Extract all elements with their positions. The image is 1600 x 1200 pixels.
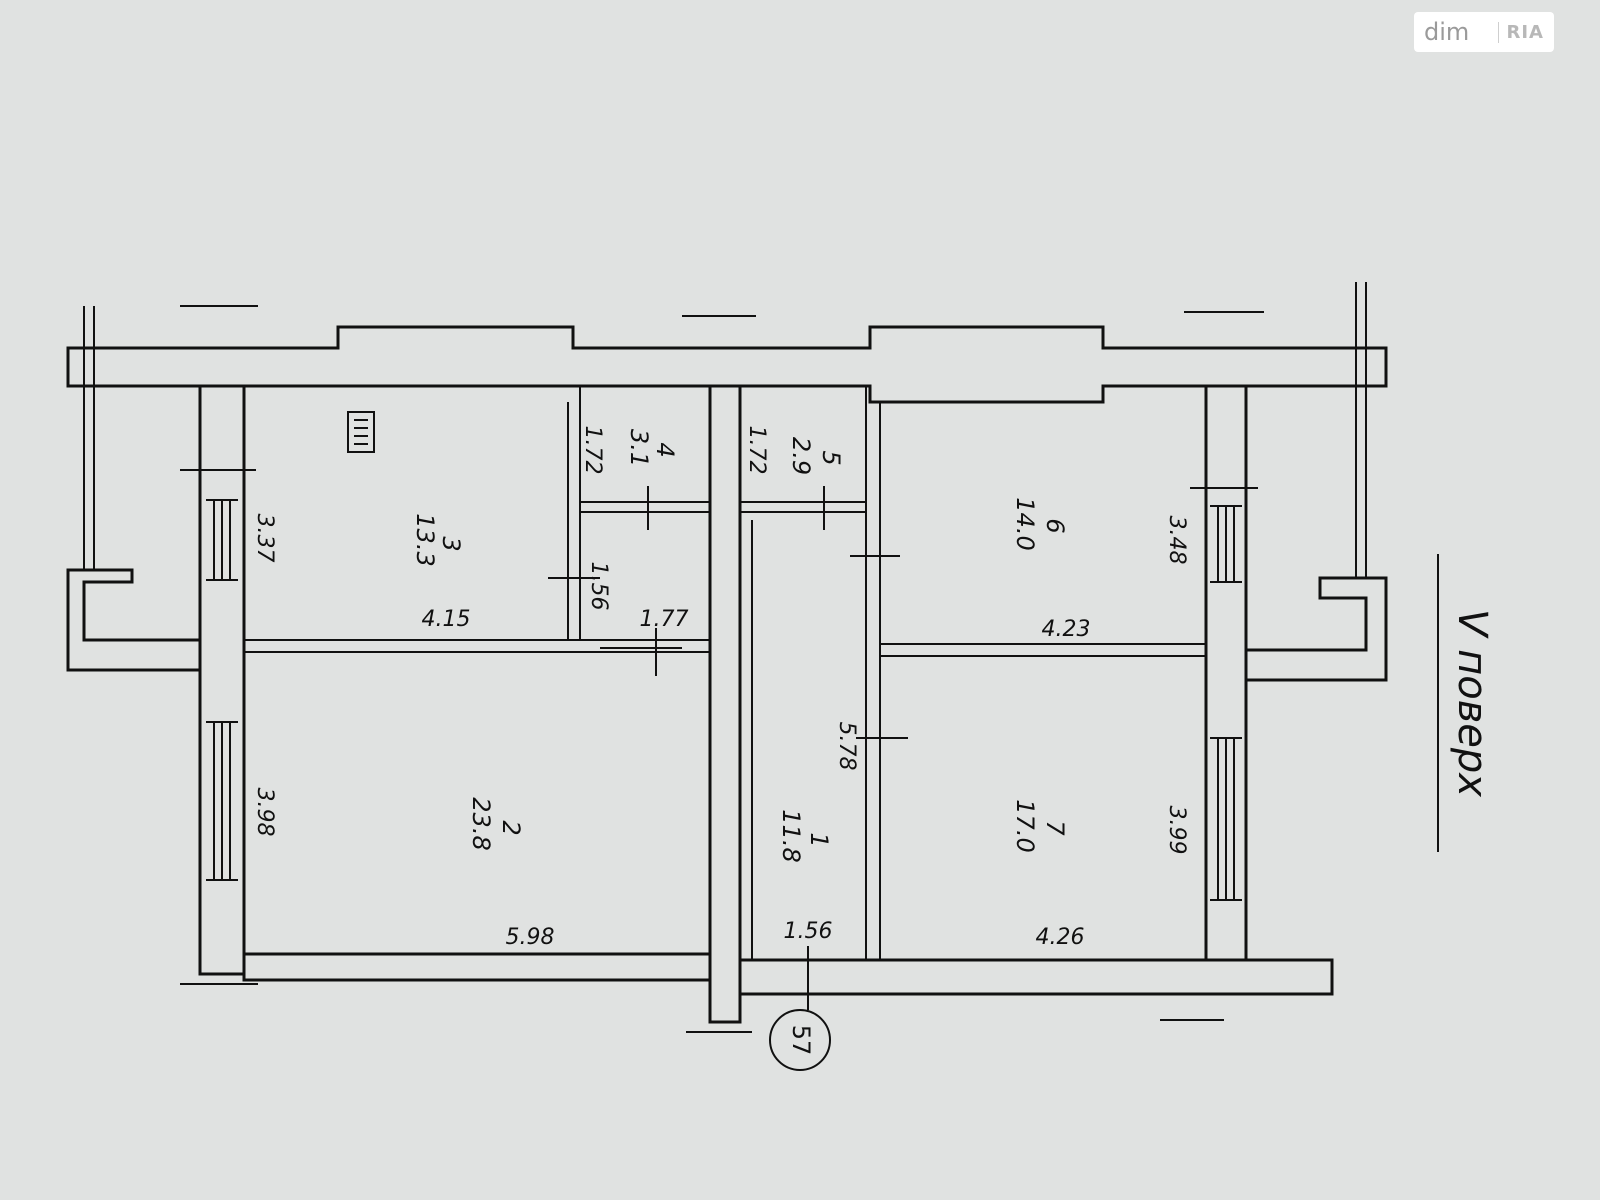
room-1-area: 11.8: [777, 809, 805, 862]
room-2-area: 23.8: [467, 797, 495, 850]
dimension-room5-height: 1.72: [744, 426, 769, 475]
room-6-number: 6: [1041, 518, 1069, 533]
dimension-room6-width: 4.23: [1042, 617, 1091, 642]
dimension-room2-width: 5.98: [506, 925, 555, 950]
room-labels: 1 11.8 2 23.8 3 13.3 4 3.1 5 2.9 6 14.0 …: [411, 429, 1069, 863]
room-7-area: 17.0: [1011, 799, 1039, 852]
dimria-watermark: dim RIA: [1414, 12, 1554, 52]
dimension-room3-height: 3.37: [252, 514, 277, 563]
dimension-room1-height: 5.78: [834, 722, 859, 771]
dimension-labels: 3.37 4.15 1.72 1.56 1.77 1.72 3.48 4.23 …: [252, 426, 1189, 950]
dimension-room4-height: 1.72: [580, 426, 605, 475]
dimension-hall-width: 1.77: [640, 607, 689, 632]
floor-label: V поверх: [1449, 609, 1495, 797]
dimension-hall-height: 1.56: [586, 562, 611, 611]
dimension-room3-width: 4.15: [422, 607, 471, 632]
watermark-brand-suffix: RIA: [1497, 21, 1545, 43]
room-2-number: 2: [497, 820, 525, 835]
room-3-area: 13.3: [411, 513, 439, 566]
room-7-number: 7: [1041, 820, 1069, 836]
apartment-number-circle: [769, 1009, 831, 1071]
partitions: [243, 385, 1206, 960]
room-4-area: 3.1: [625, 429, 653, 467]
dimension-room1-width: 1.56: [784, 919, 833, 944]
room-1-number: 1: [805, 832, 833, 847]
room-4-number: 4: [651, 442, 679, 457]
room-3-number: 3: [437, 536, 465, 551]
room-5-area: 2.9: [787, 437, 815, 475]
windows: [180, 305, 1264, 1033]
room-5-number: 5: [817, 450, 845, 465]
apartment-number: 57: [787, 1025, 815, 1056]
dimension-room2-height: 3.98: [252, 788, 277, 837]
room-6-area: 14.0: [1011, 497, 1039, 550]
watermark-brand: dim: [1424, 18, 1470, 46]
dimension-room7-width: 4.26: [1036, 925, 1085, 950]
walls: [66, 282, 1388, 1024]
dimension-room6-height: 3.48: [1164, 516, 1189, 565]
dimension-room7-height: 3.99: [1164, 806, 1189, 855]
